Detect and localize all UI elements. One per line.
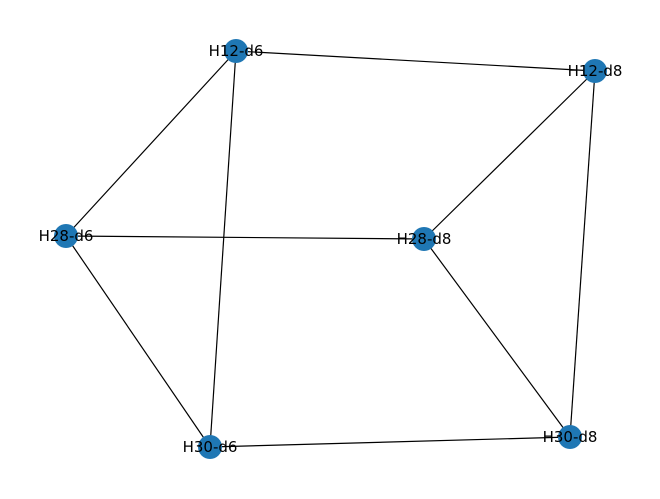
node-label: H30-d8 xyxy=(543,428,598,446)
edge-H12-d8-H28-d8 xyxy=(423,70,596,240)
node-label: H30-d6 xyxy=(183,438,238,456)
edges-layer xyxy=(65,50,596,448)
node-label: H12-d8 xyxy=(568,62,623,80)
node-H30-d8: H30-d8 xyxy=(543,425,598,449)
node-label: H28-d6 xyxy=(39,227,94,245)
node-marker xyxy=(198,435,222,459)
node-H30-d6: H30-d6 xyxy=(183,435,238,459)
edge-H12-d6-H30-d6 xyxy=(209,50,237,448)
node-marker xyxy=(54,224,78,248)
node-marker xyxy=(583,59,607,83)
edge-H12-d6-H12-d8 xyxy=(235,50,596,72)
edge-H28-d6-H28-d8 xyxy=(65,235,425,240)
edge-H30-d6-H30-d8 xyxy=(209,436,571,448)
node-H12-d6: H12-d6 xyxy=(209,39,264,63)
node-H28-d8: H28-d8 xyxy=(397,227,452,251)
node-label: H28-d8 xyxy=(397,230,452,248)
edge-H28-d8-H30-d8 xyxy=(423,238,571,438)
node-label: H12-d6 xyxy=(209,42,264,60)
node-marker xyxy=(224,39,248,63)
node-H12-d8: H12-d8 xyxy=(568,59,623,83)
edge-H12-d8-H30-d8 xyxy=(569,70,596,438)
edge-H12-d6-H28-d6 xyxy=(65,50,237,237)
node-marker xyxy=(412,227,436,251)
node-H28-d6: H28-d6 xyxy=(39,224,94,248)
node-marker xyxy=(558,425,582,449)
edge-H28-d6-H30-d6 xyxy=(65,235,211,448)
